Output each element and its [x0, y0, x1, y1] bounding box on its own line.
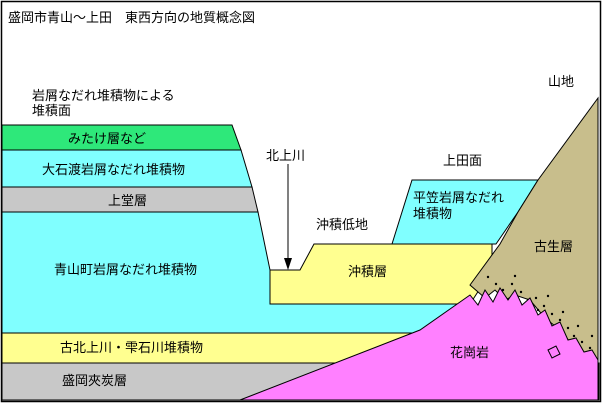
label-hirakasa-2: 堆積物 [413, 207, 452, 222]
label-alluvial-layer: 沖積層 [348, 265, 387, 280]
label-mitake: みたけ層など [68, 132, 146, 147]
label-debris-surface-1: 岩屑なだれ堆積物による [32, 89, 175, 104]
layer-mitake [1, 124, 242, 151]
label-ueda-surface: 上田面 [443, 154, 482, 169]
label-alluvial-lowland: 沖積低地 [316, 218, 368, 233]
label-kitakami-river: 北上川 [266, 149, 305, 164]
label-debris-surface-2: 堆積面 [32, 104, 71, 119]
river-arrow-head [284, 258, 292, 270]
label-paleozoic: 古生層 [534, 240, 573, 255]
label-oishiwatari: 大石渡岩屑なだれ堆積物 [42, 162, 185, 178]
label-joudou: 上堂層 [108, 194, 147, 209]
diagram-title: 盛岡市青山〜上田 東西方向の地質概念図 [8, 10, 255, 26]
label-morioka-kyotan: 盛岡夾炭層 [62, 374, 127, 389]
label-kokitakami: 古北上川・雫石川堆積物 [60, 341, 203, 356]
granite-block [547, 345, 561, 359]
label-aoyamacho: 青山町岩屑なだれ堆積物 [54, 263, 197, 278]
label-granite: 花崗岩 [450, 345, 489, 361]
layer-granite [239, 287, 599, 401]
label-mountain: 山地 [548, 75, 574, 90]
label-hirakasa-1: 平笠岩屑なだれ [413, 191, 504, 206]
